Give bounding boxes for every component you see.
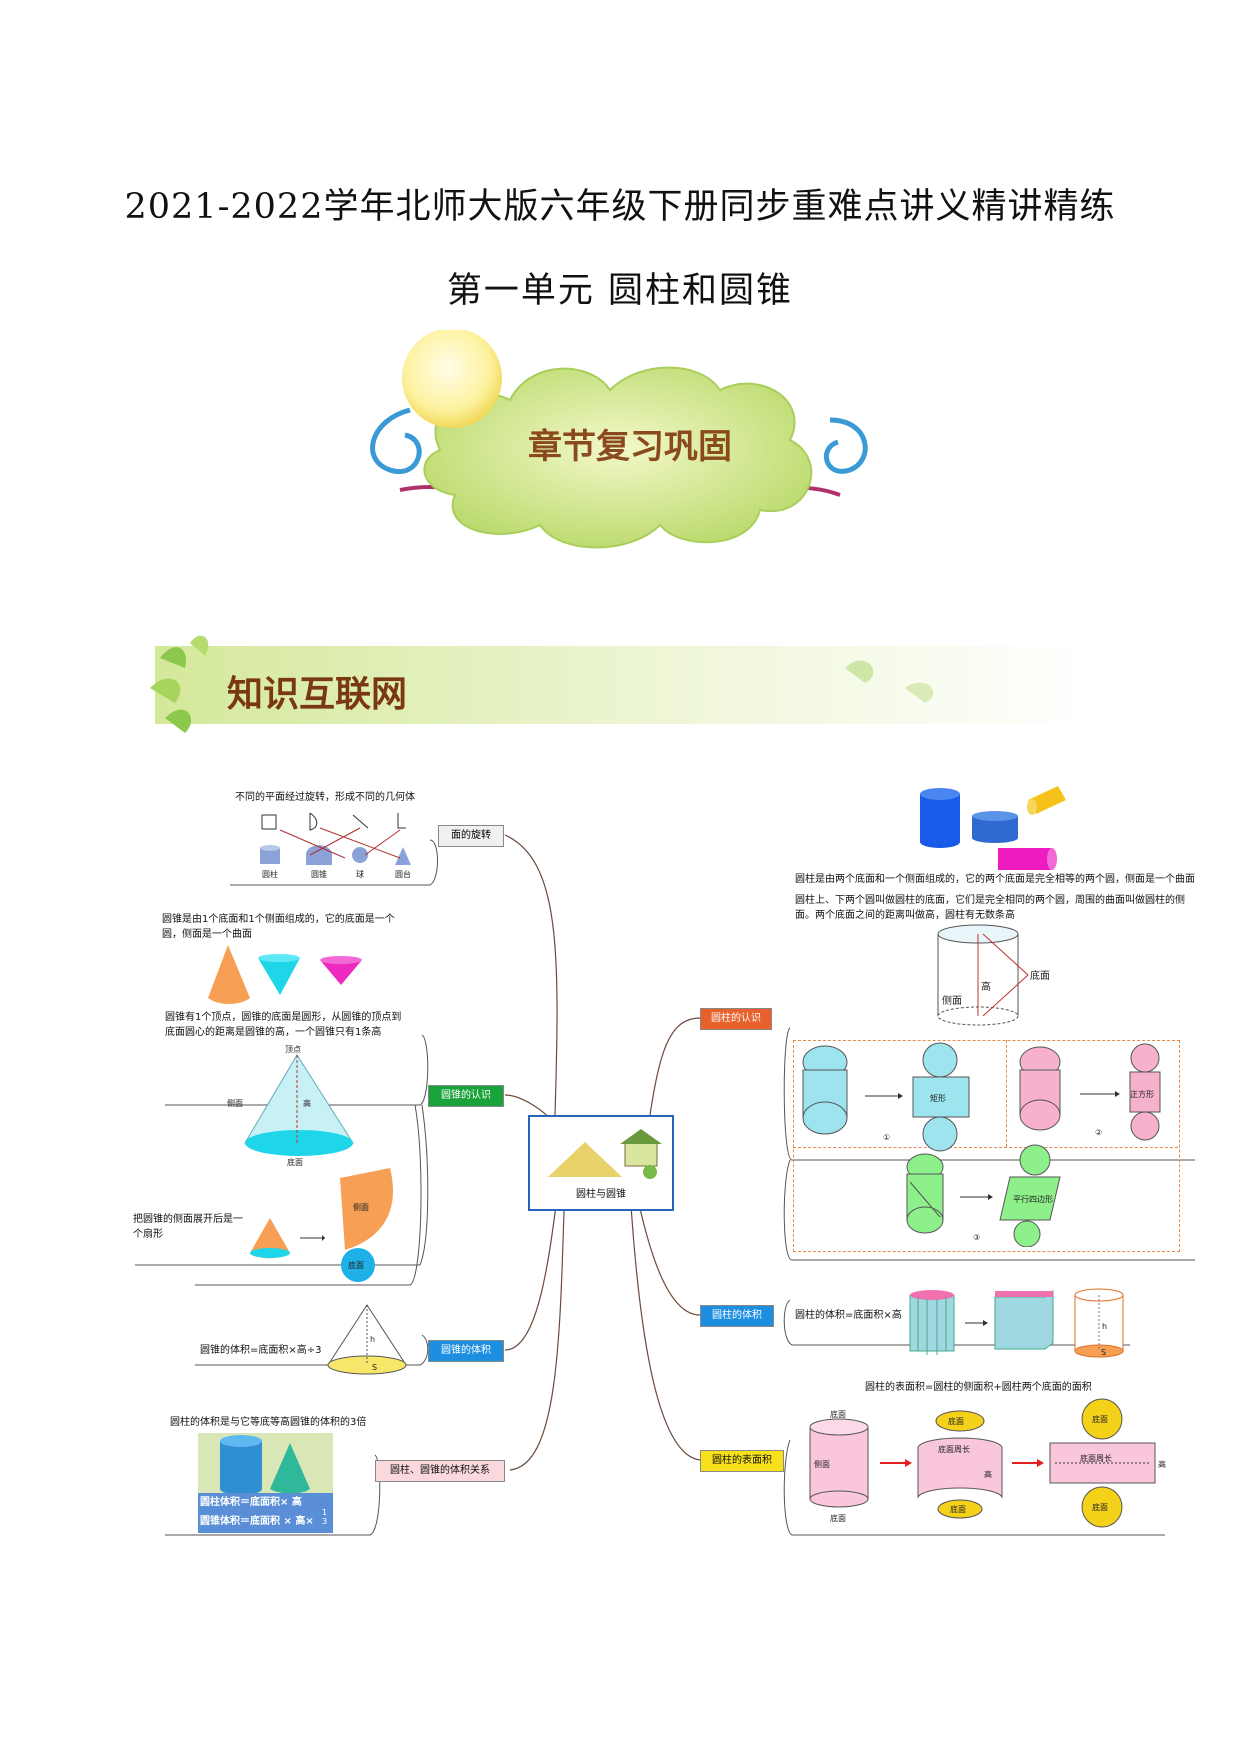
- center-node-label: 圆柱与圆锥: [576, 1189, 626, 1200]
- node-surface-area[interactable]: 圆柱的表面积: [700, 1450, 784, 1472]
- shape-label-0: 圆柱: [262, 869, 278, 879]
- sa-bottom-label: 底面: [830, 1513, 846, 1523]
- node-cylinder-knowledge[interactable]: 圆柱的认识: [700, 1008, 772, 1030]
- fan-base-label: 底面: [348, 1260, 364, 1270]
- rotation-shapes: 圆柱 圆锥 球 圆台: [260, 812, 411, 879]
- rotation-description: 不同的平面经过旋转，形成不同的几何体: [235, 792, 415, 803]
- unfold-number-1: ①: [883, 1133, 890, 1142]
- shape-label-2: 球: [356, 869, 364, 879]
- node-volume-relation[interactable]: 圆柱、圆锥的体积关系: [375, 1460, 505, 1482]
- cylinder-shapes: [920, 786, 1066, 870]
- unfold-square-label: 正方形: [1130, 1089, 1154, 1099]
- cylinder-definition-1: 圆柱是由两个底面和一个侧面组成的，它的两个底面是完全相等的两个圆，侧面是一个曲面: [795, 874, 1195, 885]
- unfold-number-3: ③: [973, 1233, 980, 1242]
- sa-gap-label: 底面: [950, 1504, 966, 1514]
- relation-formula-2: 圆锥体积＝底面积 × 高×: [200, 1516, 314, 1527]
- sand-house-illustration: [548, 1129, 662, 1179]
- chapter-banner-illustration: 章节复习巩固: [370, 330, 868, 549]
- relation-description: 圆柱的体积是与它等底等高圆锥的体积的3倍: [170, 1417, 367, 1428]
- cone-volume-diagram: h S: [327, 1304, 407, 1375]
- cylinder-volume-diagram: h S: [909, 1288, 1124, 1358]
- cylinder-side-label: 侧面: [942, 994, 962, 1007]
- sa-lid-label: 底面: [948, 1416, 964, 1426]
- cone-volume-h-label: h: [370, 1335, 375, 1344]
- cone-unfold-diagram: 侧面 底面: [250, 1168, 393, 1282]
- node-cone-volume[interactable]: 圆锥的体积: [428, 1340, 504, 1362]
- sa-rect-label: 底面周长: [1080, 1453, 1112, 1463]
- sa-circ-label: 底面周长: [938, 1444, 970, 1454]
- sa-bottom-circle-label: 底面: [1092, 1502, 1108, 1512]
- surface-area-diagram: 底面 侧面 底面 底面 底面周长 高 底面 底面 底面周长 高 底面: [809, 1398, 1166, 1528]
- surface-area-formula: 圆柱的表面积=圆柱的侧面积+圆柱两个底面的面积: [865, 1382, 1092, 1393]
- cylinder-base-label: 底面: [1030, 969, 1050, 982]
- unfold-box: [793, 1040, 1180, 1252]
- cylinder-volume-h-label: h: [1102, 1322, 1107, 1331]
- unfold-number-2: ②: [1095, 1128, 1102, 1137]
- relation-diagram: [198, 1433, 333, 1533]
- cone-side-label: 侧面: [227, 1098, 243, 1108]
- unfold-para-label: 平行四边形: [1013, 1194, 1053, 1204]
- unfold-rect-label: 矩形: [930, 1093, 946, 1103]
- cylinder-height-label: 高: [981, 980, 991, 993]
- relation-fraction-bottom: 3: [322, 1517, 328, 1526]
- unfold-divider-h: [793, 1147, 1178, 1148]
- shape-label-3: 圆台: [395, 869, 411, 879]
- cone-unfold-description: 把圆锥的侧面展开后是一个扇形: [133, 1214, 243, 1240]
- cone-shapes: [208, 945, 362, 1004]
- section-banner-text: 知识互联网: [227, 674, 407, 715]
- section-banner: 知识互联网: [150, 635, 1085, 733]
- node-cone-knowledge[interactable]: 圆锥的认识: [428, 1085, 504, 1107]
- sa-top-circle-label: 底面: [1092, 1414, 1108, 1424]
- sa-side-label: 侧面: [814, 1459, 830, 1469]
- cylinder-volume-formula: 圆柱的体积=底面积×高: [795, 1310, 902, 1321]
- page-title: 2021-2022学年北师大版六年级下册同步重难点讲义精讲精练: [124, 187, 1116, 227]
- chapter-banner-text: 章节复习巩固: [528, 427, 732, 467]
- cone-diagram: 顶点 侧面 高 底面: [227, 1045, 354, 1167]
- cone-height-description: 圆锥有1个顶点，圆锥的底面是圆形，从圆锥的顶点到底面圆心的距离是圆锥的高，一个圆…: [165, 1012, 402, 1038]
- sa-top-label: 底面: [830, 1409, 846, 1419]
- node-cylinder-volume[interactable]: 圆柱的体积: [700, 1305, 774, 1327]
- shape-label-1: 圆锥: [311, 869, 327, 879]
- unfold-divider-v: [1006, 1040, 1007, 1147]
- relation-fraction: 1 3: [322, 1508, 327, 1526]
- cone-volume-formula: 圆锥的体积=底面积×高÷3: [200, 1345, 322, 1356]
- cylinder-definition-2: 圆柱上、下两个圆叫做圆柱的底面，它们是完全相同的两个圆，周围的曲面叫做圆柱的侧面…: [795, 895, 1185, 921]
- cylinder-diagram: 侧面 高 底面: [937, 924, 1050, 1026]
- node-rotation[interactable]: 面的旋转: [438, 825, 504, 847]
- sa-rect-h-label: 高: [1158, 1459, 1166, 1469]
- cone-height-label: 高: [303, 1098, 311, 1108]
- cylinder-volume-s-label: S: [1101, 1348, 1106, 1357]
- page-subtitle: 第一单元 圆柱和圆锥: [446, 271, 794, 311]
- cone-definition: 圆锥是由1个底面和1个侧面组成的，它的底面是一个圆，侧面是一个曲面: [162, 914, 395, 940]
- sa-h-label: 高: [984, 1469, 992, 1479]
- relation-formula-1: 圆柱体积＝底面积× 高: [200, 1497, 302, 1508]
- unfold-diagrams: 矩形 ① 正方形 ② 平行四边形 ③: [802, 1042, 1161, 1247]
- cone-volume-s-label: S: [372, 1363, 377, 1372]
- center-node[interactable]: 圆柱与圆锥: [528, 1115, 674, 1211]
- cone-base-label: 底面: [287, 1157, 303, 1167]
- relation-fraction-top: 1: [322, 1508, 328, 1517]
- cone-top-label: 顶点: [285, 1045, 301, 1054]
- fan-label: 侧面: [353, 1202, 369, 1212]
